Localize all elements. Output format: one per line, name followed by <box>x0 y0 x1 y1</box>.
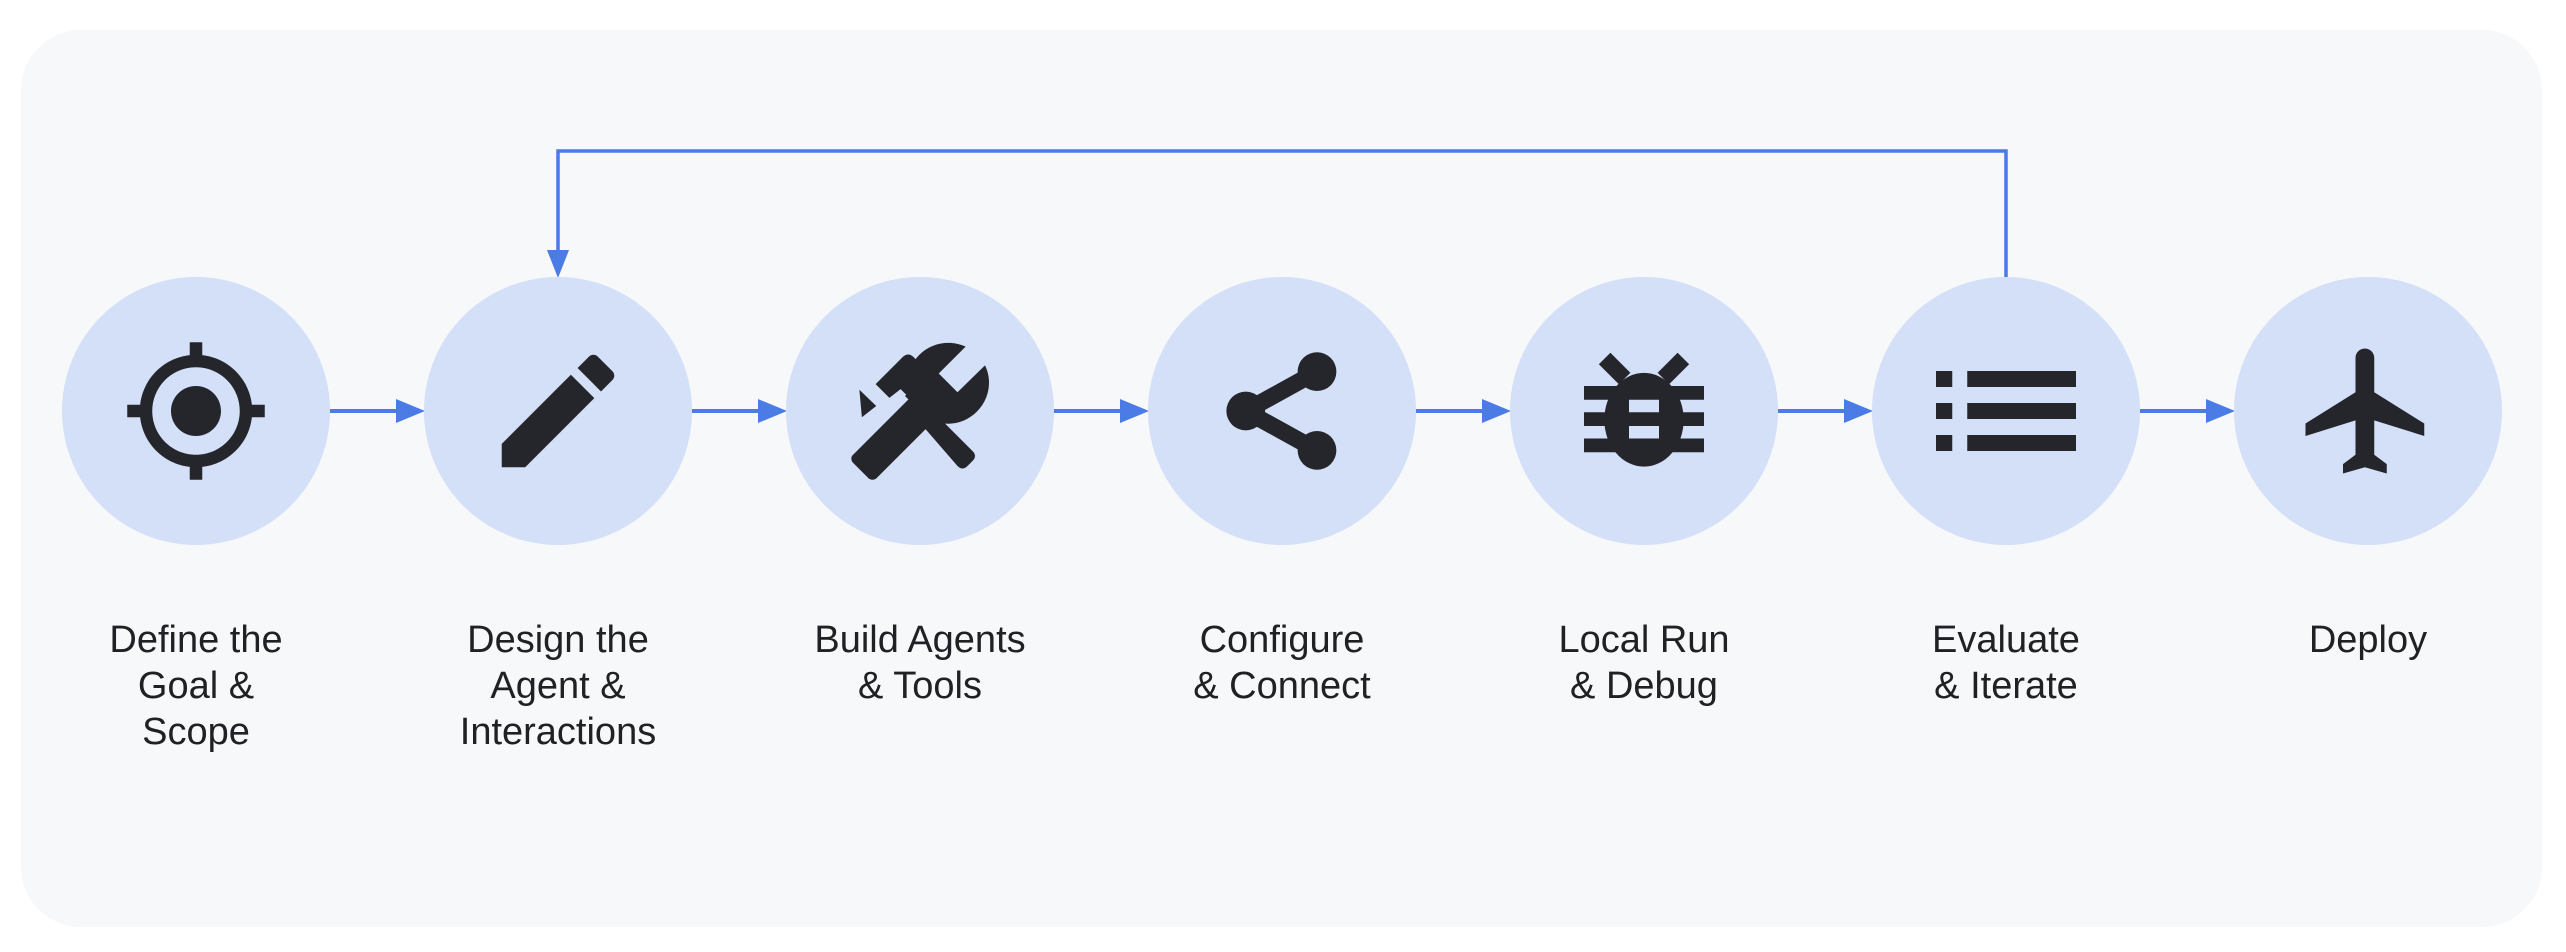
tools-icon <box>851 342 990 480</box>
step-evaluate-iterate: Evaluate & Iterate <box>1824 277 2188 709</box>
bug-icon <box>1584 352 1704 467</box>
step-build-agents-tools: Build Agents & Tools <box>738 277 1102 709</box>
step-circle <box>2234 277 2502 545</box>
share-icon <box>1226 352 1337 470</box>
step-circle <box>424 277 692 545</box>
airplane-icon <box>2305 348 2425 474</box>
step-circle <box>62 277 330 545</box>
step-label: Local Run & Debug <box>1558 619 1730 707</box>
step-define-goal-scope: Define the Goal & Scope <box>14 277 378 755</box>
step-label: Design the Agent & Interactions <box>459 619 657 753</box>
step-label: Build Agents & Tools <box>814 619 1026 707</box>
list-icon <box>1936 371 2076 451</box>
step-local-run-debug: Local Run & Debug <box>1462 277 1826 709</box>
step-circle <box>1148 277 1416 545</box>
step-label: Configure & Connect <box>1193 619 1371 707</box>
target-icon <box>127 342 265 480</box>
step-circle <box>1510 277 1778 545</box>
step-label: Define the Goal & Scope <box>109 619 283 753</box>
step-deploy: Deploy <box>2186 277 2550 663</box>
step-configure-connect: Configure & Connect <box>1100 277 1464 709</box>
step-label: Evaluate & Iterate <box>1932 619 2080 707</box>
pencil-icon <box>501 354 615 468</box>
step-circle <box>1872 277 2140 545</box>
step-label: Deploy <box>2308 619 2428 661</box>
step-design-agent-interactions: Design the Agent & Interactions <box>376 277 740 755</box>
step-circle <box>786 277 1054 545</box>
